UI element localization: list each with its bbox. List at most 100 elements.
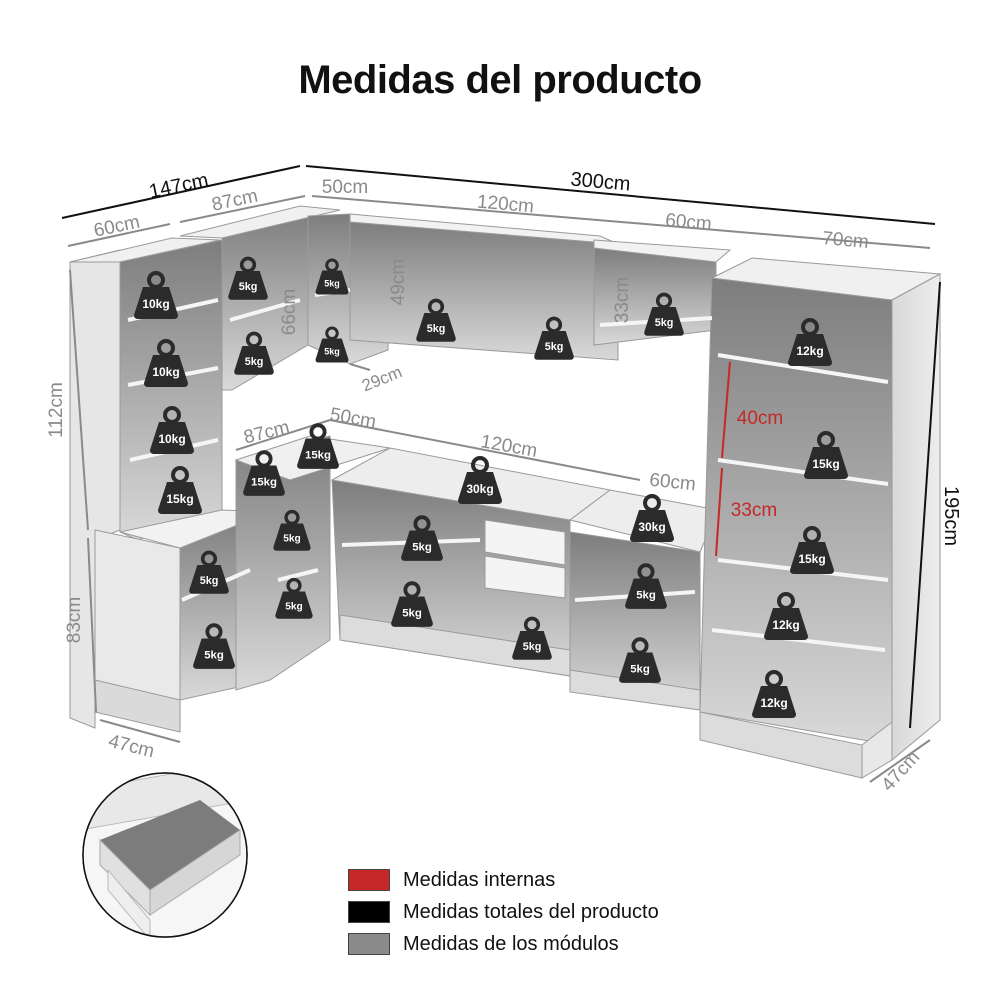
internal-dimension-lines <box>715 361 731 557</box>
weight-label: 12kg <box>760 696 787 710</box>
weight-icon: 5kg <box>625 563 667 609</box>
weight-label: 15kg <box>798 552 825 566</box>
dim-upper-height-49: 49cm <box>388 259 409 305</box>
weight-icon: 12kg <box>764 592 808 640</box>
legend-label-total: Medidas totales del producto <box>403 900 659 923</box>
upper-corner-top <box>179 205 341 239</box>
legend-swatch-module <box>348 933 390 955</box>
weight-label: 15kg <box>251 476 277 488</box>
cabinet-bodies <box>69 205 942 779</box>
legend-label-internal: Medidas internas <box>403 868 556 891</box>
weight-label: 12kg <box>796 344 823 358</box>
legend-label-module: Medidas de los módulos <box>403 932 619 955</box>
weight-label: 12kg <box>772 618 799 632</box>
weight-icon: 5kg <box>619 637 661 683</box>
weight-icon: 10kg <box>134 271 178 319</box>
weight-icon: 30kg <box>630 494 674 542</box>
weight-label: 5kg <box>200 575 219 587</box>
weight-label: 5kg <box>630 663 650 675</box>
legend-item-total: Medidas totales del producto <box>348 896 659 928</box>
weight-label: 15kg <box>305 449 331 461</box>
dim-total-width-back: 300cm <box>570 168 632 195</box>
drawers <box>484 519 566 599</box>
drawer-front <box>484 555 566 599</box>
weight-label: 5kg <box>636 589 656 601</box>
weight-label: 10kg <box>152 365 179 379</box>
dim-upper-height-33: 33cm <box>612 277 633 323</box>
weight-icon: 5kg <box>401 515 443 561</box>
upper-60-top <box>593 239 732 263</box>
weight-label: 5kg <box>204 649 224 661</box>
weight-label: 5kg <box>239 281 258 293</box>
weight-icon: 5kg <box>189 550 229 594</box>
weight-label: 15kg <box>166 492 193 506</box>
dim-height-195: 195cm <box>940 486 962 546</box>
weight-icon: 15kg <box>790 526 834 574</box>
legend: Medidas internas Medidas totales del pro… <box>348 864 659 960</box>
weight-label: 5kg <box>285 601 303 612</box>
weight-icon: 10kg <box>144 339 188 387</box>
weight-icon: 10kg <box>150 406 194 454</box>
weight-label: 10kg <box>142 297 169 311</box>
weight-icon: 5kg <box>234 331 274 375</box>
page-title: Medidas del producto <box>298 58 702 102</box>
dim-left-upper-60: 60cm <box>92 212 142 242</box>
dim-counter-60: 60cm <box>648 470 696 496</box>
weight-label: 5kg <box>545 341 564 353</box>
weight-icon: 15kg <box>243 450 285 496</box>
dim-internal-33: 33cm <box>731 500 777 521</box>
dim-top-120: 120cm <box>476 192 535 218</box>
dim-counter-87: 87cm <box>242 417 292 449</box>
weight-icon: 5kg <box>315 258 349 295</box>
dim-upper-depth-29: 29cm <box>359 362 405 395</box>
right-tower-plinth-side <box>861 720 893 779</box>
weight-icon: 15kg <box>158 466 202 514</box>
drawer-front <box>484 519 566 566</box>
weight-label: 5kg <box>283 533 301 544</box>
weight-icon: 30kg <box>458 456 502 504</box>
dim-top-60: 60cm <box>664 210 712 235</box>
weight-label: 5kg <box>427 323 446 335</box>
legend-swatch-internal <box>348 869 390 891</box>
legend-swatch-total <box>348 901 390 923</box>
weight-icon: 12kg <box>788 318 832 366</box>
dim-counter-50: 50cm <box>328 404 377 433</box>
weight-icon: 5kg <box>315 326 349 363</box>
legend-item-module: Medidas de los módulos <box>348 928 659 960</box>
dim-depth-47-left: 47cm <box>106 731 156 763</box>
weight-icon: 5kg <box>512 616 552 660</box>
weight-icon: 5kg <box>228 256 268 300</box>
module-dimension-lines <box>67 195 931 783</box>
weight-icon: 15kg <box>804 431 848 479</box>
legend-item-internal: Medidas internas <box>348 864 659 896</box>
dim-upper-height-66: 66cm <box>279 289 300 335</box>
weight-label: 5kg <box>655 317 674 329</box>
weight-icon: 5kg <box>193 623 235 669</box>
weight-label: 5kg <box>324 346 340 356</box>
weight-icon: 5kg <box>416 298 456 342</box>
dim-top-50: 50cm <box>322 177 368 198</box>
weight-label: 15kg <box>812 457 839 471</box>
weight-icon: 5kg <box>275 577 313 619</box>
dim-left-upper-87: 87cm <box>210 186 260 216</box>
weight-icon: 5kg <box>534 316 574 360</box>
weight-icon: 15kg <box>297 423 339 469</box>
weight-icon: 12kg <box>752 670 796 718</box>
weight-label: 30kg <box>466 482 493 496</box>
dim-internal-40: 40cm <box>737 408 783 429</box>
dim-counter-120: 120cm <box>479 431 539 462</box>
dim-height-83: 83cm <box>64 597 85 643</box>
drawer-inset <box>82 772 248 938</box>
weight-icon: 5kg <box>273 509 311 551</box>
weight-icon: 5kg <box>391 581 433 627</box>
weight-label: 5kg <box>245 356 264 368</box>
total-dimension-lines <box>61 165 941 729</box>
weight-label: 30kg <box>638 520 665 534</box>
dim-top-70: 70cm <box>821 228 869 253</box>
weight-label: 5kg <box>523 641 542 653</box>
weight-label: 10kg <box>158 432 185 446</box>
weight-label: 5kg <box>324 278 340 288</box>
weight-label: 5kg <box>412 541 432 553</box>
dim-height-112: 112cm <box>46 382 67 438</box>
